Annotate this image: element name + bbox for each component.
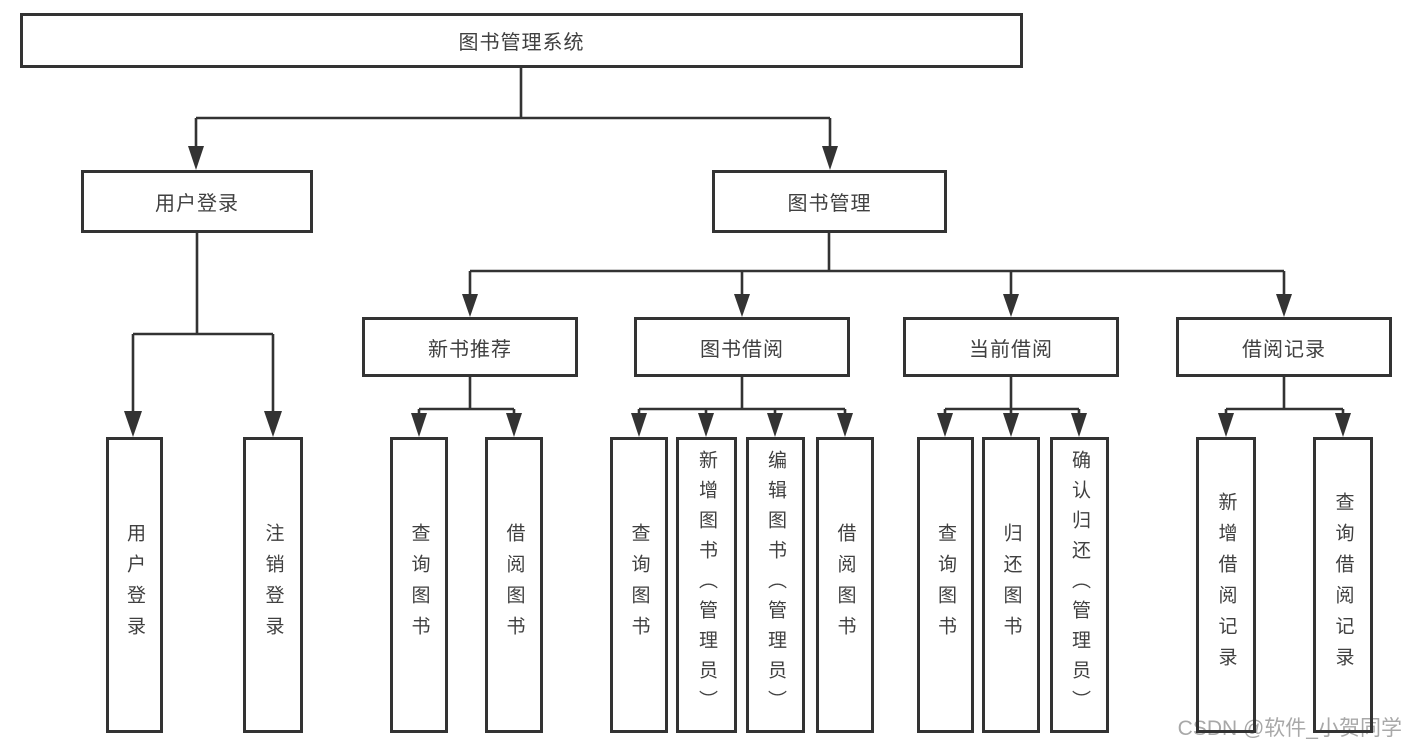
leaf-query-books-recommend: 查询图书 [390, 437, 448, 733]
watermark: CSDN @软件_小贺同学 [1177, 717, 1402, 740]
leaf-add-books-admin: 新增图书（管理员） [676, 437, 737, 733]
node-book-borrowing: 图书借阅 [634, 317, 850, 377]
leaf-borrow-books-borrowing: 借阅图书 [816, 437, 874, 733]
node-book-management: 图书管理 [712, 170, 947, 233]
leaf-query-borrow-record: 查询借阅记录 [1313, 437, 1373, 733]
node-user-login: 用户登录 [81, 170, 313, 233]
node-new-book-recommend: 新书推荐 [362, 317, 578, 377]
leaf-return-books: 归还图书 [982, 437, 1040, 733]
leaf-confirm-return-admin: 确认归还（管理员） [1050, 437, 1109, 733]
leaf-logout: 注销登录 [243, 437, 303, 733]
node-current-borrowing: 当前借阅 [903, 317, 1119, 377]
leaf-add-borrow-record: 新增借阅记录 [1196, 437, 1256, 733]
leaf-query-books-borrowing: 查询图书 [610, 437, 668, 733]
node-library-system: 图书管理系统 [20, 13, 1023, 68]
leaf-query-books-current: 查询图书 [917, 437, 974, 733]
leaf-user-login: 用户登录 [106, 437, 163, 733]
arrowhead-group [124, 146, 1351, 437]
leaf-borrow-books-recommend: 借阅图书 [485, 437, 543, 733]
leaf-edit-books-admin: 编辑图书（管理员） [746, 437, 805, 733]
node-borrowing-records: 借阅记录 [1176, 317, 1392, 377]
